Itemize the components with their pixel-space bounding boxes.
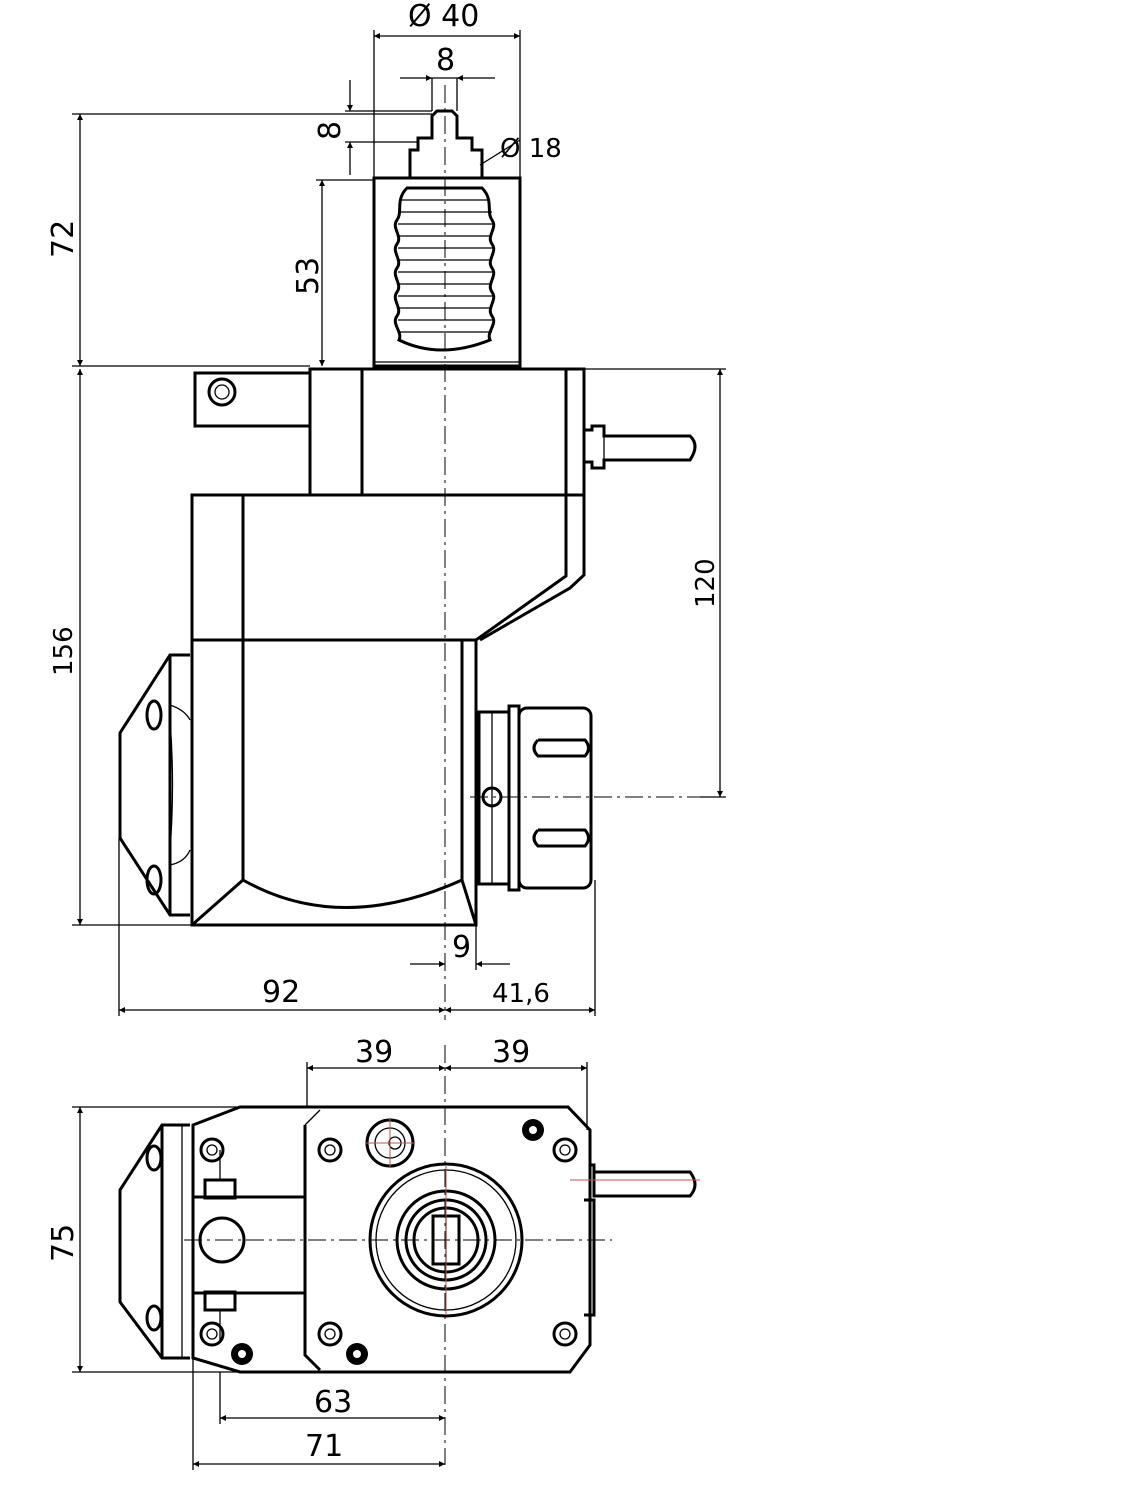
dim-75: 75 [46, 1224, 81, 1262]
front-dimensions: Ø 40 8 8 Ø 18 72 53 156 120 [46, 0, 726, 1016]
mounting-screws [199, 1119, 578, 1365]
dim-9: 9 [452, 930, 471, 965]
dim-92: 92 [262, 975, 300, 1010]
dim-41-6: 41,6 [492, 979, 550, 1009]
dim-63: 63 [314, 1385, 352, 1420]
dim-8-top: 8 [436, 43, 455, 78]
dim-120: 120 [691, 558, 721, 608]
collet-nut [470, 704, 720, 892]
top-body-outline [191, 1105, 592, 1374]
threaded-shank [372, 176, 522, 368]
drive-tang [408, 109, 484, 180]
dim-72: 72 [46, 220, 81, 258]
dim-53: 53 [291, 257, 326, 295]
dim-dia-40: Ø 40 [408, 0, 479, 34]
dim-39-right: 39 [492, 1035, 530, 1070]
main-body [190, 493, 568, 927]
dim-71: 71 [305, 1429, 343, 1464]
dim-dia-18: Ø 18 [500, 134, 562, 164]
upper-housing [308, 367, 586, 497]
top-dimensions: 39 39 75 63 71 [46, 1035, 588, 1470]
top-view [118, 1045, 700, 1465]
side-clamp [193, 371, 310, 428]
dim-39-left: 39 [355, 1035, 393, 1070]
coolant-pin [584, 424, 697, 470]
thread-profile [393, 186, 496, 352]
left-flange [118, 653, 191, 917]
front-view [118, 85, 720, 1020]
dim-8-left: 8 [313, 121, 348, 140]
dim-156: 156 [49, 626, 79, 676]
